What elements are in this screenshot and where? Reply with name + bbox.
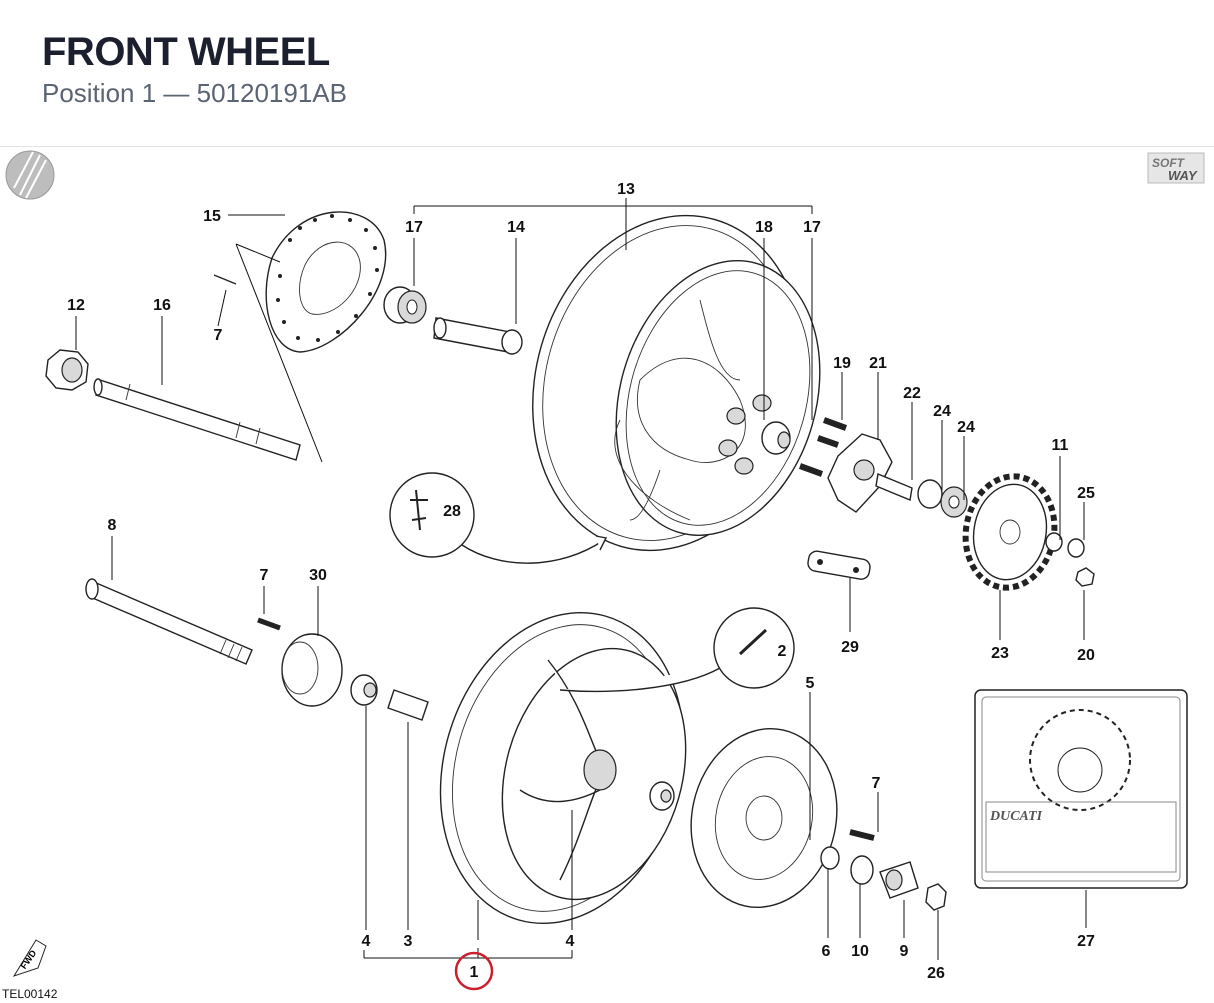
spacer-14 — [433, 317, 523, 355]
bearing-4-left — [350, 674, 378, 706]
bolt-7-upper — [213, 274, 237, 285]
sprocket-23 — [962, 473, 1058, 591]
washer-11 — [1045, 532, 1063, 552]
callout-8[interactable]: 8 — [108, 517, 117, 534]
hatched-logo-icon — [5, 150, 55, 200]
page-header: FRONT WHEEL Position 1 — 50120191AB — [0, 0, 1214, 147]
callout-7a[interactable]: 7 — [214, 327, 223, 344]
highlight-ring — [454, 951, 494, 991]
brake-disc-15 — [265, 211, 387, 353]
bolt-7-left — [257, 617, 281, 631]
callout-23[interactable]: 23 — [991, 645, 1009, 662]
callout-21[interactable]: 21 — [869, 355, 887, 372]
callout-labels: 1 2 3 4 4 5 6 7 7 7 8 9 10 11 12 13 14 1… — [67, 181, 1095, 982]
callout-7c[interactable]: 7 — [872, 775, 881, 792]
callout-28[interactable]: 28 — [443, 503, 461, 520]
svg-text:SOFT: SOFT — [1152, 156, 1186, 170]
valve-detail-2 — [559, 607, 795, 693]
callout-3[interactable]: 3 — [404, 933, 413, 950]
callout-9[interactable]: 9 — [900, 943, 909, 960]
callout-5[interactable]: 5 — [806, 675, 815, 692]
axle-16 — [93, 378, 301, 461]
callout-10[interactable]: 10 — [851, 943, 869, 960]
callout-1[interactable]: 1 — [470, 964, 479, 981]
bearing-4-right — [649, 781, 675, 811]
exploded-parts-diagram: SOFT WAY — [2, 150, 1205, 1001]
page-title: FRONT WHEEL — [42, 30, 330, 74]
bearings-24 — [917, 479, 968, 518]
callout-13[interactable]: 13 — [617, 181, 635, 198]
softway-logo: SOFT WAY — [1147, 152, 1205, 184]
valve-detail-28 — [389, 472, 608, 564]
leader-lines — [75, 198, 1087, 960]
diagram-code: TEL00142 — [2, 987, 58, 1001]
spacer-30 — [281, 633, 343, 707]
callout-24b[interactable]: 24 — [957, 419, 975, 436]
callout-11[interactable]: 11 — [1052, 437, 1069, 454]
bearing-17-left — [383, 286, 427, 324]
callout-18[interactable]: 18 — [755, 219, 773, 236]
nut-26 — [925, 883, 947, 911]
svg-text:WAY: WAY — [1168, 168, 1198, 183]
callout-24a[interactable]: 24 — [933, 403, 951, 420]
callout-15[interactable]: 15 — [203, 208, 221, 225]
fwd-arrow-icon: FWD — [12, 939, 47, 977]
seal-10 — [850, 855, 874, 885]
wheel-rim-13 — [532, 214, 821, 552]
callout-26[interactable]: 26 — [927, 965, 945, 982]
nut-12 — [45, 349, 89, 391]
callout-17b[interactable]: 17 — [803, 219, 821, 236]
page-subtitle: Position 1 — 50120191AB — [42, 78, 347, 108]
callout-19[interactable]: 19 — [833, 355, 851, 372]
callout-30[interactable]: 30 — [309, 567, 327, 584]
clamp-9 — [879, 861, 919, 899]
callout-7b[interactable]: 7 — [260, 567, 269, 584]
nut-20 — [1075, 567, 1095, 587]
callout-4b[interactable]: 4 — [566, 933, 575, 950]
ring-6 — [820, 846, 840, 870]
decal-27: DUCATI — [974, 689, 1188, 889]
hub-studs — [718, 394, 772, 475]
bearing-18 — [761, 421, 791, 455]
callout-17a[interactable]: 17 — [405, 219, 423, 236]
callout-2[interactable]: 2 — [778, 643, 787, 660]
spacer-3 — [387, 689, 429, 721]
axle-8 — [85, 578, 253, 665]
callout-4a[interactable]: 4 — [362, 933, 371, 950]
washer-25 — [1067, 538, 1085, 558]
brake-disc-5 — [690, 728, 838, 908]
callout-12[interactable]: 12 — [67, 297, 85, 314]
callout-22[interactable]: 22 — [903, 385, 921, 402]
callout-14[interactable]: 14 — [507, 219, 525, 236]
callout-27[interactable]: 27 — [1077, 933, 1095, 950]
callout-6[interactable]: 6 — [822, 943, 831, 960]
bolt-7-right — [849, 829, 875, 841]
sprocket-carrier-21 — [827, 433, 893, 513]
chain-link-29 — [807, 550, 871, 580]
shaft-22 — [875, 473, 913, 501]
callout-25[interactable]: 25 — [1077, 485, 1095, 502]
bolts-19 — [798, 417, 848, 477]
callout-20[interactable]: 20 — [1077, 647, 1095, 664]
callout-16[interactable]: 16 — [153, 297, 171, 314]
svg-text:DUCATI: DUCATI — [989, 809, 1043, 824]
wheel-1 — [439, 611, 687, 925]
callout-29[interactable]: 29 — [841, 639, 859, 656]
